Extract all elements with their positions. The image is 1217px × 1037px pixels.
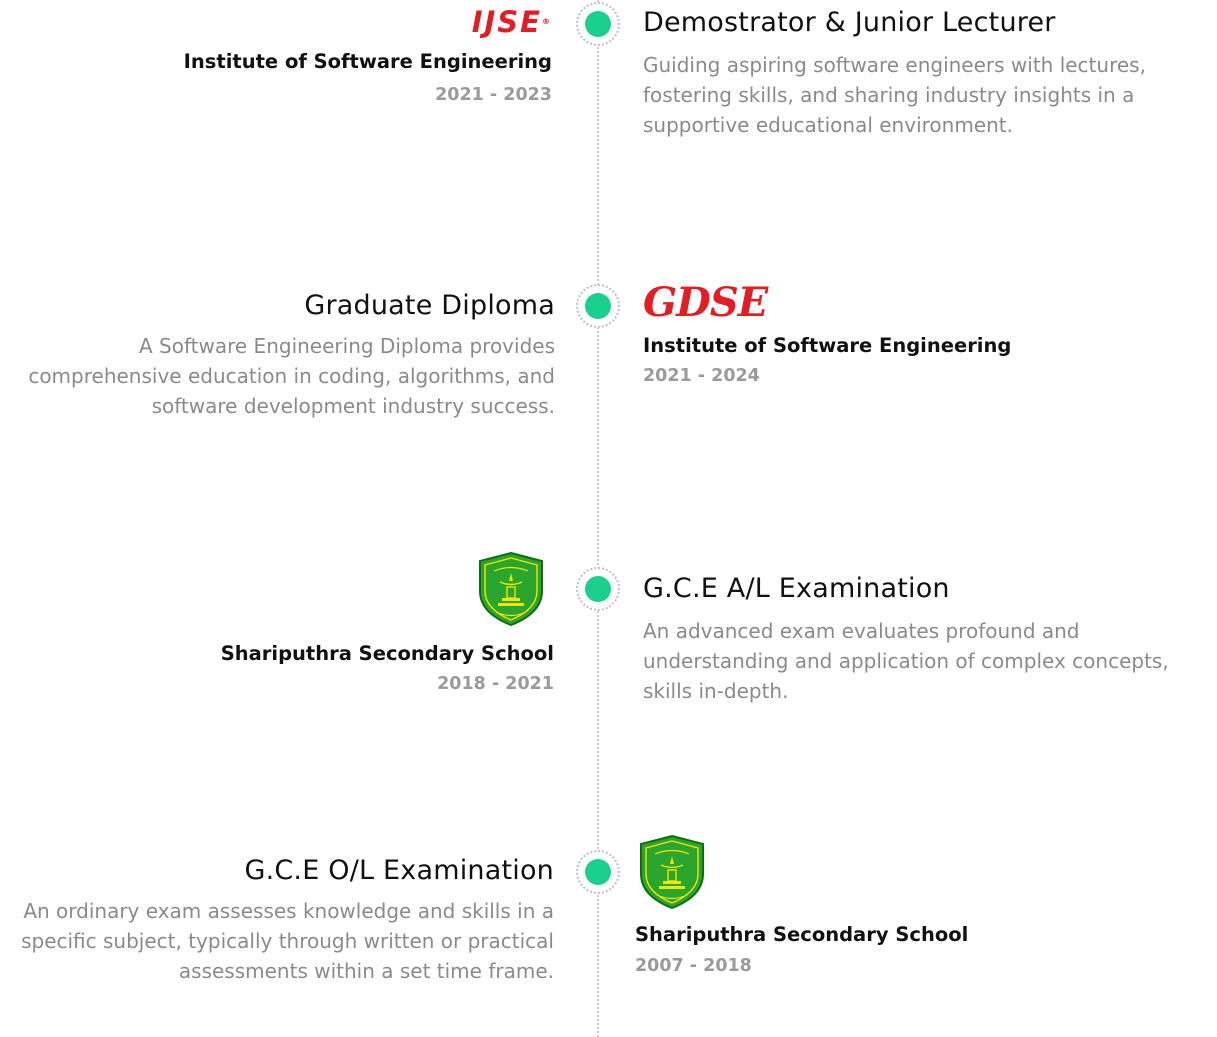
date-range: 2021 - 2023 — [435, 85, 552, 105]
institution-name: Shariputhra Secondary School — [635, 923, 969, 946]
timeline-dot — [585, 293, 611, 319]
timeline-node — [576, 850, 620, 894]
entry-description: A Software Engineering Diploma provides … — [28, 334, 555, 418]
timeline-dot — [585, 576, 611, 602]
institution-name: Institute of Software Engineering — [643, 334, 1012, 357]
entry-title: Graduate Diploma — [304, 290, 555, 321]
timeline-node — [576, 284, 620, 328]
timeline-dot — [585, 859, 611, 885]
entry-title: G.C.E A/L Examination — [643, 573, 950, 604]
timeline-entry-2-right: GDSE Institute of Software Engineering 2… — [643, 282, 1188, 388]
timeline-node — [576, 2, 620, 46]
timeline-dot — [585, 11, 611, 37]
date-range: 2007 - 2018 — [635, 956, 752, 976]
entry-description: Guiding aspiring software engineers with… — [643, 53, 1146, 137]
entry-title: Demostrator & Junior Lecturer — [643, 7, 1056, 38]
timeline-entry-4-left: G.C.E O/L Examination An ordinary exam a… — [9, 854, 554, 986]
entry-description: An ordinary exam assesses knowledge and … — [21, 899, 554, 983]
gdse-logo: GDSE — [643, 279, 768, 326]
timeline-axis — [597, 0, 599, 1037]
entry-description: An advanced exam evaluates profound and … — [643, 619, 1169, 703]
timeline-entry-1-left: IJSE® Institute of Software Engineering … — [12, 5, 552, 107]
date-range: 2018 - 2021 — [437, 674, 554, 694]
timeline-entry-1-right: Demostrator & Junior Lecturer Guiding as… — [643, 6, 1188, 140]
timeline-node — [576, 567, 620, 611]
school-crest-icon — [476, 551, 546, 631]
timeline-entry-2-left: Graduate Diploma A Software Engineering … — [10, 289, 555, 421]
timeline-entry-3-right: G.C.E A/L Examination An advanced exam e… — [643, 572, 1188, 706]
school-crest-icon — [637, 834, 707, 914]
date-range: 2021 - 2024 — [643, 366, 760, 386]
ijse-logo: IJSE® — [471, 5, 552, 39]
institution-name: Institute of Software Engineering — [183, 50, 552, 73]
timeline-entry-4-right: Shariputhra Secondary School 2007 - 2018 — [635, 834, 1185, 978]
entry-title: G.C.E O/L Examination — [244, 855, 554, 886]
institution-name: Shariputhra Secondary School — [220, 642, 554, 665]
timeline-entry-3-left: Shariputhra Secondary School 2018 - 2021 — [9, 551, 554, 696]
